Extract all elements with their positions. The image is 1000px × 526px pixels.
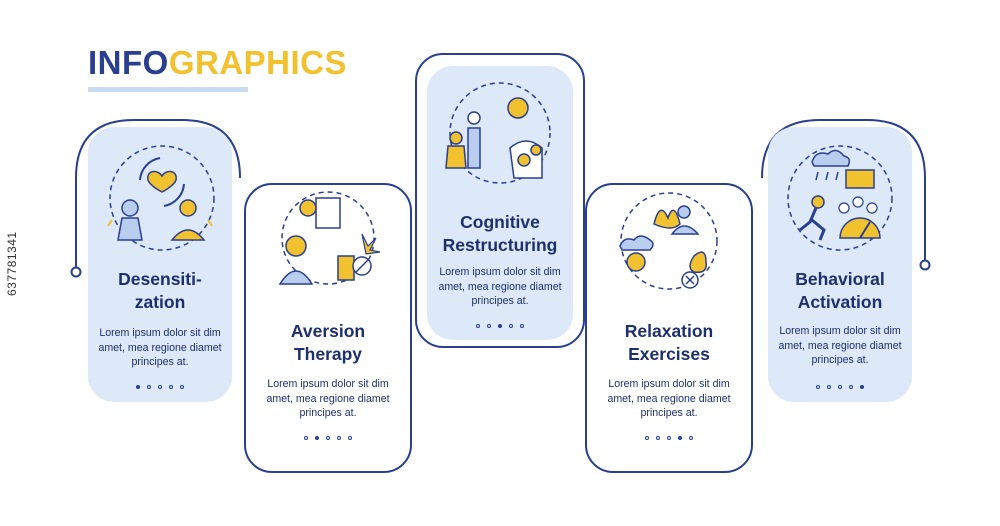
body-line: amet, mea regione diamet [778, 339, 902, 352]
card-title: Aversion Therapy [244, 320, 412, 366]
body-line: amet, mea regione diamet [98, 341, 222, 354]
step-dot [645, 436, 649, 440]
step-dot [849, 385, 853, 389]
step-dot [667, 436, 671, 440]
card-title-line: Aversion [290, 321, 366, 341]
step-dot [689, 436, 693, 440]
title-part-2: GRAPHICS [168, 44, 348, 81]
body-line: principes at. [471, 295, 529, 307]
step-dot [337, 436, 341, 440]
step-dot [498, 324, 502, 328]
step-dot [487, 324, 491, 328]
step-dot [315, 436, 319, 440]
card-body: Lorem ipsum dolor sit dim amet, mea regi… [427, 265, 573, 309]
step-dots [585, 436, 753, 440]
step-dots [244, 436, 412, 440]
step-dot [860, 385, 864, 389]
card-title-line: Activation [797, 292, 883, 312]
card-cognitive-outline [415, 53, 585, 348]
card-title-line: Relaxation [624, 321, 714, 341]
card-title: Cognitive Restructuring [427, 211, 573, 257]
card-aversion-outline [244, 183, 412, 473]
body-line: principes at. [640, 407, 698, 419]
card-title-line: Exercises [628, 344, 710, 364]
title-underline [88, 87, 248, 92]
card-title: Relaxation Exercises [585, 320, 753, 366]
step-dot [838, 385, 842, 389]
title-part-1: INFO [88, 44, 169, 81]
step-dot [169, 385, 173, 389]
body-line: amet, mea regione diamet [438, 280, 562, 293]
card-title-line: Cognitive [460, 212, 540, 232]
card-body: Lorem ipsum dolor sit dim amet, mea regi… [88, 326, 232, 370]
body-line: principes at. [299, 407, 357, 419]
card-cognitive [427, 66, 573, 340]
step-dots [427, 324, 573, 328]
step-dots [768, 385, 912, 389]
step-dot [180, 385, 184, 389]
card-body: Lorem ipsum dolor sit dim amet, mea regi… [768, 324, 912, 368]
body-line: principes at. [131, 356, 189, 368]
card-title: Desensiti- zation [88, 268, 232, 314]
card-body: Lorem ipsum dolor sit dim amet, mea regi… [585, 377, 753, 421]
step-dot [304, 436, 308, 440]
relaxation-icon [610, 188, 728, 299]
step-dot [520, 324, 524, 328]
body-line: Lorem ipsum dolor sit dim [439, 266, 561, 278]
card-title-line: Therapy [293, 344, 363, 364]
heart-cycle-icon [100, 136, 224, 265]
card-body: Lorem ipsum dolor sit dim amet, mea regi… [244, 377, 412, 421]
step-dot [827, 385, 831, 389]
step-dot [678, 436, 682, 440]
body-line: Lorem ipsum dolor sit dim [267, 378, 389, 390]
step-dot [656, 436, 660, 440]
card-activation [768, 127, 912, 402]
body-line: principes at. [811, 354, 869, 366]
body-line: Lorem ipsum dolor sit dim [779, 325, 901, 337]
step-dot [326, 436, 330, 440]
page-title: INFOGRAPHICS [88, 44, 347, 82]
step-dot [158, 385, 162, 389]
card-title: Behavioral Activation [768, 268, 912, 314]
card-title-line: Restructuring [442, 235, 558, 255]
body-line: amet, mea regione diamet [607, 392, 731, 405]
step-dot [476, 324, 480, 328]
step-dot [147, 385, 151, 389]
step-dot [816, 385, 820, 389]
body-line: Lorem ipsum dolor sit dim [99, 327, 221, 339]
step-dot [348, 436, 352, 440]
side-id: 637781341 [5, 231, 19, 296]
card-title-line: Behavioral [795, 269, 885, 289]
card-relaxation-outline [585, 183, 753, 473]
body-line: Lorem ipsum dolor sit dim [608, 378, 730, 390]
step-dot [509, 324, 513, 328]
card-title-line: zation [134, 292, 186, 312]
aversion-icon [266, 188, 390, 293]
step-dots [88, 385, 232, 389]
activation-icon [778, 136, 902, 265]
cognitive-icon [438, 78, 562, 193]
card-title-line: Desensiti- [118, 269, 202, 289]
body-line: amet, mea regione diamet [266, 392, 390, 405]
step-dot [136, 385, 140, 389]
